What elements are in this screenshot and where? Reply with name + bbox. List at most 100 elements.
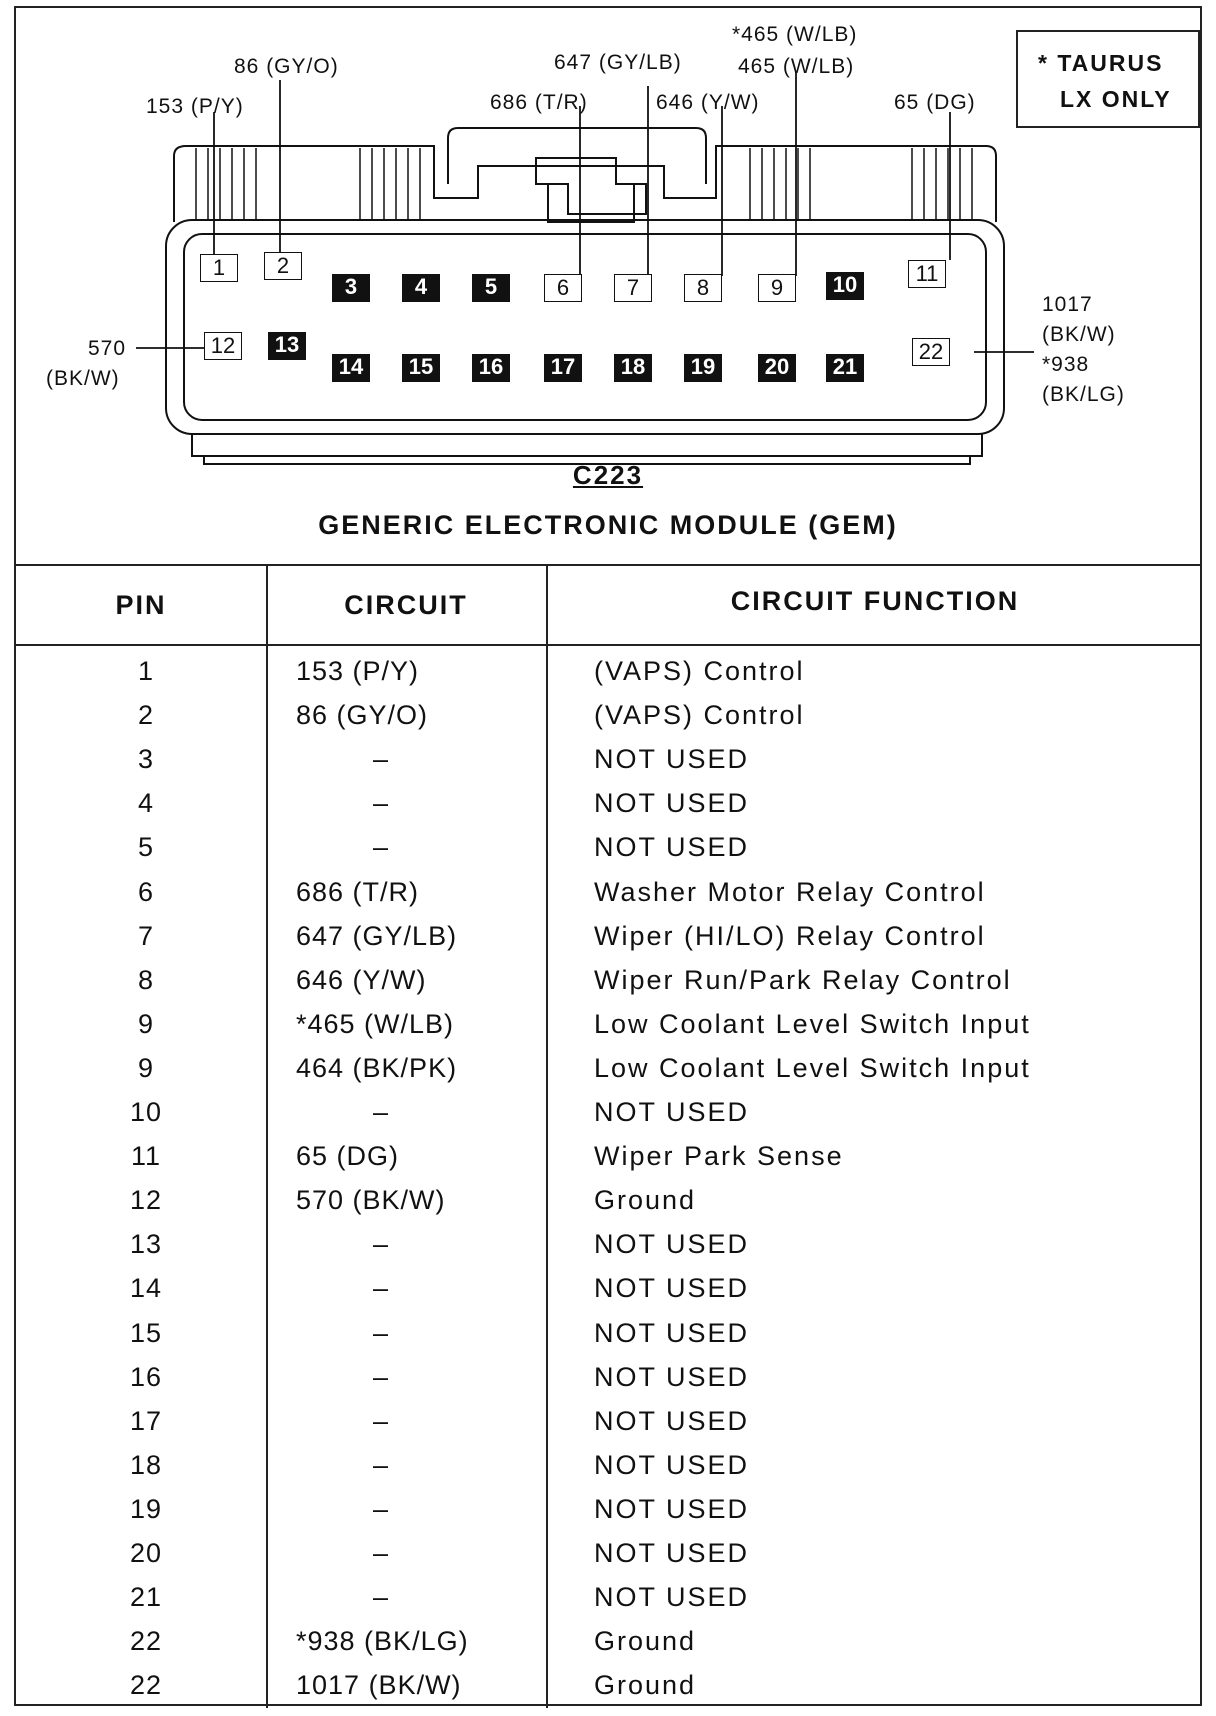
table-row: 20–NOT USED (16, 1538, 1200, 1582)
pin-cavity: 22 (912, 338, 950, 366)
pin9-wire-label: 465 (W/LB) (738, 55, 855, 78)
circuit-cell: – (372, 788, 390, 819)
table-row: 5–NOT USED (16, 832, 1200, 876)
circuit-function-cell: Wiper Park Sense (594, 1141, 844, 1172)
circuit-function-cell: Ground (594, 1626, 697, 1657)
circuit-function-cell: NOT USED (594, 1317, 750, 1348)
pin-number-cell: 5 (137, 832, 155, 863)
pin11-wire-label: 65 (DG) (894, 91, 976, 114)
pin-number-cell: 9 (137, 1052, 155, 1083)
pin-number-cell: 19 (129, 1493, 163, 1524)
circuit-cell: – (372, 1493, 390, 1524)
pin-cavity: 1 (200, 254, 238, 282)
circuit-cell: – (372, 1273, 390, 1304)
header-circuit: CIRCUIT (344, 590, 468, 620)
pin-cavity: 6 (544, 274, 582, 302)
pin12-wire-label-color: (BK/W) (46, 367, 120, 390)
circuit-function-cell: NOT USED (594, 788, 750, 819)
connector-diagram: 153 (P/Y) 86 (GY/O) 686 (T/R) 647 (GY/LB… (16, 8, 1200, 566)
table-row: 21–NOT USED (16, 1582, 1200, 1626)
connector-id: C223 (16, 460, 1200, 491)
circuit-cell: 464 (BK/PK) (296, 1052, 458, 1083)
pin22-wire-label-number: 1017 (1042, 293, 1093, 316)
table-row: 17–NOT USED (16, 1406, 1200, 1450)
pin-number-cell: 16 (129, 1361, 163, 1392)
table-header: PIN CIRCUIT CIRCUIT FUNCTION (16, 564, 1200, 646)
pin22-wire-label-taurus-color: (BK/LG) (1042, 383, 1125, 406)
table-row: 22 *938 (BK/LG) Ground (16, 1626, 1200, 1670)
pin12-wire-label-number: 570 (88, 337, 127, 360)
pin-number-cell: 1 (137, 656, 155, 686)
circuit-function-cell: Ground (594, 1185, 697, 1216)
circuit-function-cell: Wiper Run/Park Relay Control (594, 964, 1012, 995)
pin-cavity: 20 (758, 354, 796, 382)
circuit-cell: – (372, 1317, 390, 1348)
pin-cavity: 11 (908, 260, 946, 288)
circuit-function-cell: Low Coolant Level Switch Input (594, 1008, 1031, 1039)
pinout-sheet: 153 (P/Y) 86 (GY/O) 686 (T/R) 647 (GY/LB… (14, 6, 1202, 1708)
pin-number-cell: 14 (129, 1273, 163, 1304)
table-row: 10–NOT USED (16, 1097, 1200, 1141)
pin9-wire-label-taurus: *465 (W/LB) (732, 23, 858, 46)
circuit-function-cell: NOT USED (594, 1449, 750, 1480)
circuit-function-cell: Wiper (HI/LO) Relay Control (594, 920, 986, 951)
circuit-function-cell: NOT USED (594, 1405, 750, 1436)
pin8-wire-label: 646 (Y/W) (656, 91, 760, 114)
pin-number-cell: 2 (137, 700, 155, 731)
table-row: 4 – NOT USED (16, 788, 1200, 832)
circuit-cell: – (372, 832, 390, 863)
pin-number-cell: 11 (130, 1141, 162, 1172)
circuit-cell: – (372, 1229, 390, 1260)
pin-number-cell: 18 (129, 1449, 163, 1480)
circuit-function-cell: NOT USED (594, 1361, 750, 1392)
circuit-function-cell: NOT USED (594, 1538, 750, 1568)
pin-number-cell: 9 (137, 1008, 155, 1039)
circuit-cell: 86 (GY/O) (296, 700, 429, 731)
circuit-cell: *938 (BK/LG) (296, 1626, 469, 1657)
circuit-function-cell: NOT USED (594, 744, 750, 775)
circuit-cell: – (372, 1582, 390, 1613)
circuit-cell: – (372, 1449, 390, 1480)
circuit-cell: *465 (W/LB) (296, 1008, 455, 1039)
pin-number-cell: 7 (137, 920, 155, 951)
pin-number-cell: 6 (137, 876, 155, 907)
connector-outline (136, 72, 1034, 465)
pin-number-cell: 3 (137, 744, 155, 775)
table-row: 9 *465 (W/LB) Low Coolant Level Switch Inp… (16, 1009, 1200, 1053)
circuit-cell: 647 (GY/LB) (296, 920, 458, 951)
header-pin: PIN (115, 590, 167, 620)
pin-number-cell: 22 (129, 1670, 163, 1701)
pin7-wire-label: 647 (GY/LB) (554, 51, 682, 74)
column-divider (266, 564, 268, 1708)
pin-cavity: 17 (544, 354, 582, 382)
pin-cavity: 15 (402, 354, 440, 382)
circuit-cell: 570 (BK/W) (296, 1185, 446, 1216)
table-row: 18 – NOT USED (16, 1450, 1200, 1494)
circuit-cell: – (372, 744, 390, 775)
header-circuit-function: CIRCUIT FUNCTION (730, 586, 1020, 616)
pin-number-cell: 4 (137, 788, 155, 819)
pin-number-cell: 8 (137, 964, 155, 995)
pin-cavity: 7 (614, 274, 652, 302)
table-row: 8 646 (Y/W) Wiper Run/Park Relay Control (16, 965, 1200, 1009)
pin-number-cell: 13 (129, 1229, 163, 1260)
table-row: 7 647 (GY/LB) Wiper (HI/LO) Relay Control (16, 921, 1200, 965)
table-row: 14 – NOT USED (16, 1273, 1200, 1317)
pin-cavity: 10 (826, 272, 864, 300)
connector-id-text: C223 (572, 460, 644, 490)
pin-number-cell: 22 (129, 1626, 163, 1657)
pin1-wire-label: 153 (P/Y) (146, 95, 244, 118)
pin-cavity: 9 (758, 274, 796, 302)
pin-number-cell: 10 (129, 1097, 163, 1127)
circuit-cell: 646 (Y/W) (296, 964, 427, 995)
circuit-function-cell: Ground (594, 1670, 697, 1701)
table-row: 16–NOT USED (16, 1362, 1200, 1406)
table-row: 15–NOT USED (16, 1318, 1200, 1362)
table-row: 19–NOT USED (16, 1494, 1200, 1538)
circuit-function-cell: NOT USED (594, 1273, 750, 1304)
circuit-cell: – (372, 1405, 390, 1436)
